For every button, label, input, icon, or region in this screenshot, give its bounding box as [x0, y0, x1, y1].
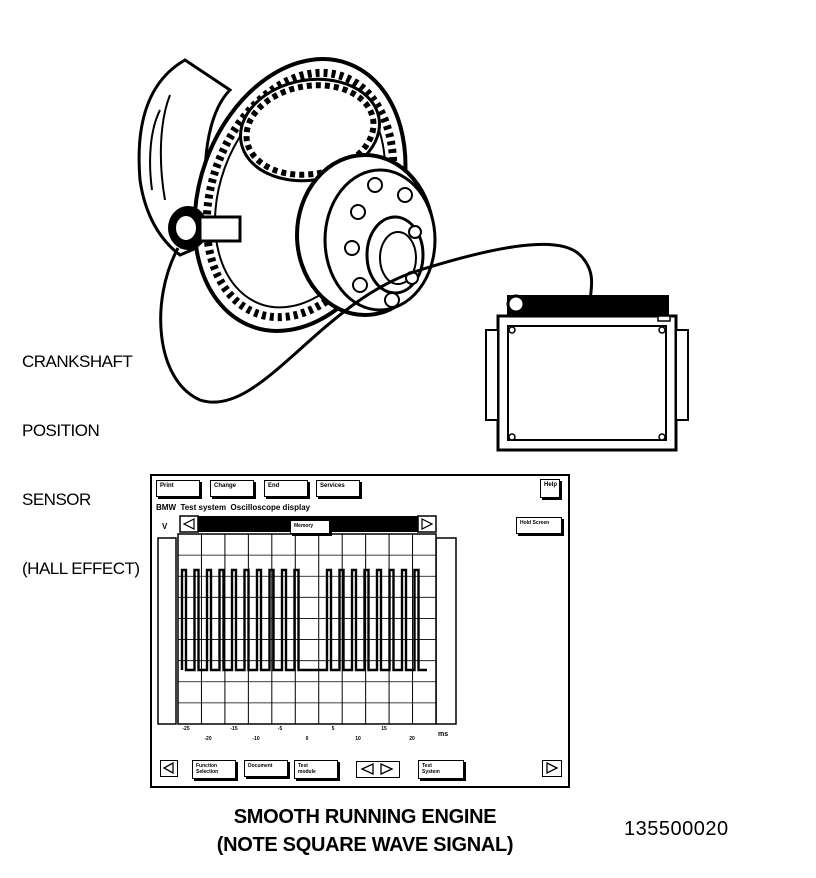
sensor-label: CRANKSHAFT POSITION SENSOR (HALL EFFECT) — [22, 304, 140, 603]
x-tick-label: 10 — [355, 736, 361, 742]
page-back-button[interactable] — [160, 760, 178, 777]
square-wave-trace — [180, 568, 427, 672]
button-label: Document — [248, 763, 273, 769]
x-tick-label: -20 — [204, 736, 212, 742]
left-right-scroll-button[interactable] — [356, 761, 400, 778]
page-forward-button[interactable] — [542, 760, 562, 777]
x-tick-label: -10 — [252, 736, 260, 742]
sensor-label-line: CRANKSHAFT — [22, 352, 133, 371]
x-tick-label: -25 — [182, 726, 190, 732]
document-button[interactable]: Document — [244, 760, 288, 777]
hold-screen-button[interactable]: Hold Screen — [516, 517, 562, 534]
help-button[interactable]: Help — [540, 479, 560, 498]
test-system-button[interactable]: Test System — [418, 760, 464, 779]
scope-grid — [177, 533, 437, 725]
memory-button[interactable]: Memory — [290, 520, 330, 534]
crankshaft-position-sensor — [168, 206, 242, 250]
x-axis-unit: ms — [438, 731, 449, 738]
crankshaft-assembly — [137, 57, 437, 333]
engine-illustration — [137, 57, 689, 452]
button-label: Test — [422, 763, 432, 769]
end-button[interactable]: End — [264, 480, 308, 497]
test-module-button[interactable]: Test module — [294, 760, 338, 779]
sensor-cable — [159, 242, 594, 404]
right-arrow-icon — [546, 761, 559, 775]
x-tick-label: 0 — [305, 736, 309, 742]
x-tick-label: -5 — [277, 726, 283, 732]
button-label: Selection — [196, 769, 219, 775]
x-tick-label: -15 — [230, 726, 238, 732]
control-module — [485, 294, 689, 452]
caption-line: (NOTE SQUARE WAVE SIGNAL) — [216, 834, 514, 856]
sensor-label-line: SENSOR — [22, 490, 91, 509]
left-right-arrows-icon — [360, 762, 394, 776]
x-tick-label: 15 — [381, 726, 387, 732]
left-arrow-icon — [162, 761, 174, 775]
function-selection-button[interactable]: Function Selection — [192, 760, 236, 779]
x-tick-label: 20 — [409, 736, 415, 742]
button-label: Test — [298, 763, 308, 769]
right-arrow-icon — [421, 518, 434, 530]
services-button[interactable]: Services — [316, 480, 360, 497]
plot-frame — [177, 533, 437, 725]
figure-number: 135500020 — [624, 818, 729, 840]
x-tick-label: 5 — [331, 726, 335, 732]
button-label: module — [298, 769, 316, 775]
right-side-bar — [435, 537, 457, 725]
screen-title: BMW Test system Oscilloscope display — [156, 503, 311, 512]
button-label: System — [422, 769, 440, 775]
change-button[interactable]: Change — [210, 480, 254, 497]
y-axis-unit: V — [162, 522, 168, 531]
sensor-label-line: (HALL EFFECT) — [22, 559, 140, 578]
caption-line: SMOOTH RUNNING ENGINE — [233, 806, 497, 828]
left-arrow-icon — [182, 518, 195, 530]
button-label: Function — [196, 763, 218, 769]
oscilloscope-display — [157, 515, 457, 725]
left-side-bar — [157, 537, 177, 725]
tester-screen: Print Change End Services Help BMW Test … — [150, 474, 570, 788]
sensor-label-line: POSITION — [22, 421, 100, 440]
print-button[interactable]: Print — [156, 480, 200, 497]
